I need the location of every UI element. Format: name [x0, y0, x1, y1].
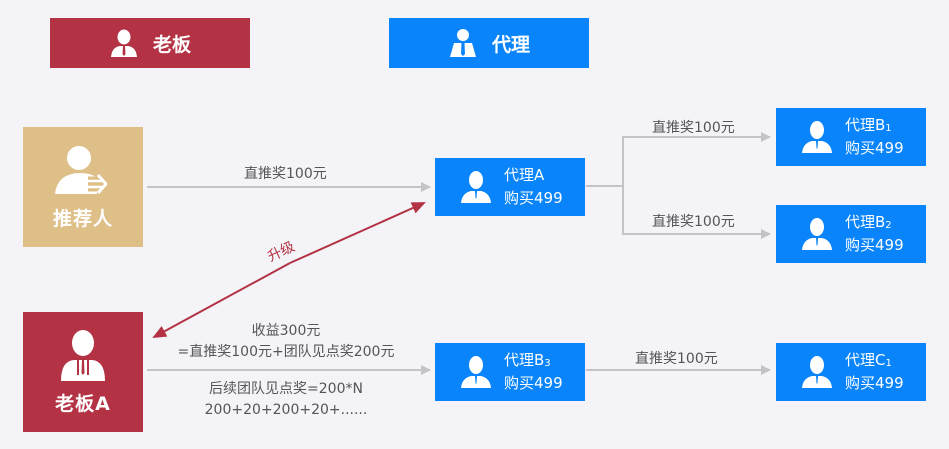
agent-b1-name: 代理B1 — [845, 116, 892, 134]
node-referrer: 推荐人 — [23, 127, 143, 247]
person-icon — [802, 121, 832, 153]
agent-b2-purchase: 购买499 — [845, 236, 904, 254]
node-boss-a: 老板A — [23, 312, 143, 432]
legend-boss: 老板 — [50, 18, 250, 68]
node-agent-b2: 代理B2 购买499 — [776, 205, 926, 263]
boss-a-label: 老板A — [55, 392, 111, 415]
edge-label-a-to-b2: 直推奖100元 — [652, 214, 735, 230]
edge-label-referrer-to-a: 直推奖100元 — [244, 166, 327, 182]
agent-b3-name: 代理B3 — [504, 351, 551, 369]
person-icon — [802, 218, 832, 250]
user-arrow-icon — [55, 145, 111, 194]
node-agent-b3: 代理B3 购买499 — [435, 343, 585, 401]
referrer-label: 推荐人 — [52, 207, 113, 230]
boss-icon — [61, 329, 105, 381]
legend-boss-label: 老板 — [152, 33, 191, 56]
agent-c1-purchase: 购买499 — [845, 374, 904, 392]
boss-income-label: 收益300元 =直推奖100元+团队见点奖200元 — [177, 323, 395, 360]
boss-icon — [110, 29, 137, 57]
boss-future-label: 后续团队见点奖=200*N 200+20+200+20+...... — [204, 381, 368, 418]
person-icon — [461, 356, 491, 388]
legend-agent-label: 代理 — [491, 33, 530, 56]
agent-c1-name: 代理C1 — [845, 351, 892, 369]
legend-agent: 代理 — [389, 18, 589, 68]
node-agent-b1: 代理B1 购买499 — [776, 108, 926, 166]
agent-b1-purchase: 购买499 — [845, 139, 904, 157]
node-agent-a: 代理A 购买499 — [435, 158, 585, 216]
person-icon — [802, 356, 832, 388]
edge-label-a-to-b1: 直推奖100元 — [652, 120, 735, 136]
node-agent-c1: 代理C1 购买499 — [776, 343, 926, 401]
agent-b3-purchase: 购买499 — [504, 374, 563, 392]
agent-icon — [449, 29, 476, 57]
agent-a-name: 代理A — [504, 166, 545, 184]
person-icon — [461, 171, 491, 203]
edge-label-b3-to-c1: 直推奖100元 — [635, 351, 718, 367]
agent-b2-name: 代理B2 — [845, 213, 892, 231]
agent-a-purchase: 购买499 — [504, 189, 563, 207]
